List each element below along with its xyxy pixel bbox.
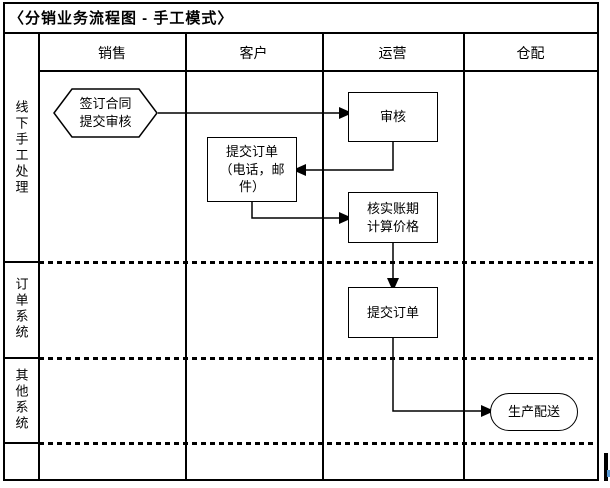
node-label: 核实账期 计算价格 [366,200,419,234]
column-divider-sales-customer [185,34,187,481]
node-label: 签订合同 提交审核 [79,96,132,129]
column-divider-customer-operations [322,34,324,481]
node-submit-order-manual: 提交订单 （电话，邮 件） [207,137,297,202]
column-header-sales: 销售 [98,44,126,61]
cursor-artifact [604,453,608,481]
hexagon-shape [53,88,158,138]
column-header-warehouse: 仓配 [516,44,545,61]
label-row-separator-1 [3,261,39,263]
node-submit-order-system: 提交订单 [348,287,438,338]
table-frame [3,2,599,481]
lane-separator-dashed-3 [39,442,598,445]
header-separator-line [39,70,598,72]
row-label-offline-manual: 线下手工处理 [13,99,29,196]
label-column-divider [38,34,40,481]
node-label: 提交订单 （电话，邮 件） [219,144,285,195]
column-header-customer: 客户 [239,44,268,61]
column-header-operations: 运营 [378,44,407,61]
node-verify-terms: 核实账期 计算价格 [348,192,438,243]
node-production-delivery: 生产配送 [490,393,578,431]
node-review: 审核 [348,92,438,142]
node-label: 生产配送 [507,404,560,420]
node-sign-contract: 签订合同 提交审核 [53,88,158,138]
row-label-order-system: 订单系统 [13,277,29,341]
label-row-separator-3 [3,442,39,444]
label-row-separator-2 [3,357,39,359]
column-divider-operations-warehouse [463,34,465,481]
diagram-title: 〈分销业务流程图 - 手工模式〉 [9,9,234,27]
title-bar: 〈分销业务流程图 - 手工模式〉 [3,2,599,34]
lane-separator-dashed-1 [39,261,598,264]
cursor-artifact-blue [607,470,610,477]
node-label: 审核 [379,109,406,125]
lane-separator-dashed-2 [39,357,598,360]
node-label: 提交订单 [366,304,419,320]
row-label-other-systems: 其他系统 [13,367,29,432]
